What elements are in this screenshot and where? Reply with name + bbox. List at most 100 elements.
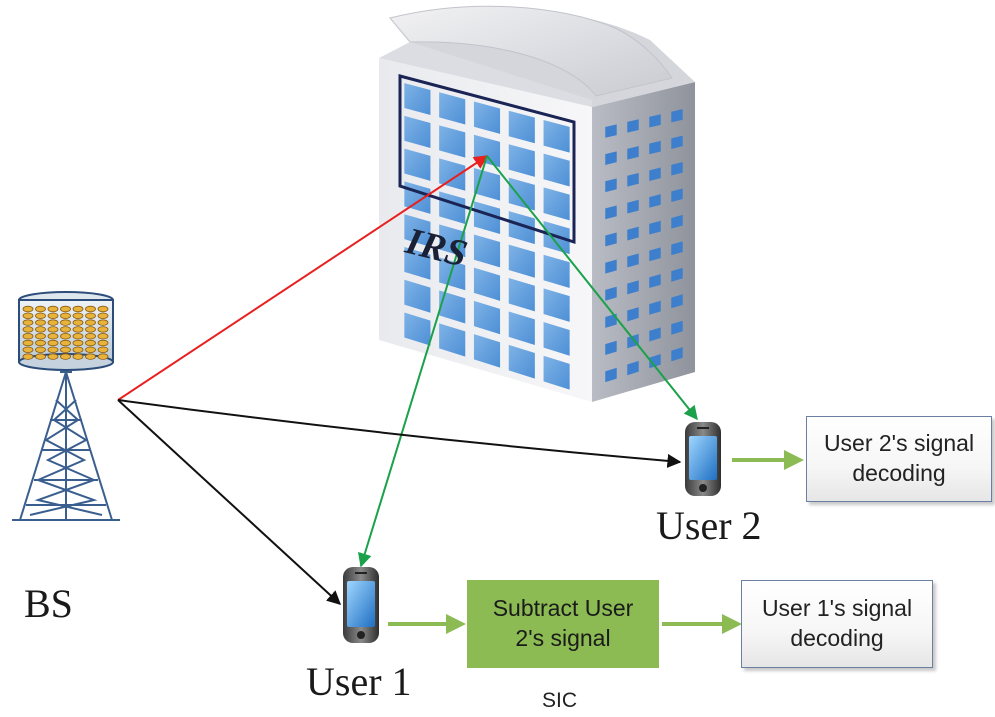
bs-to-user2-link — [117, 399, 682, 468]
building-side-window — [649, 327, 661, 342]
building-window — [473, 201, 501, 235]
building-window — [404, 214, 431, 247]
user2-decoding-line2: decoding — [852, 460, 946, 486]
building-side-window — [605, 286, 617, 301]
irs-to-user1-link — [358, 155, 488, 568]
antenna-element — [97, 305, 109, 313]
building-window — [439, 257, 466, 291]
building-side-window — [671, 294, 683, 309]
antenna-element — [85, 305, 96, 313]
building-window — [473, 334, 501, 368]
user1-phone-icon — [343, 567, 379, 643]
building-side-window — [627, 172, 639, 187]
building-window — [508, 211, 535, 245]
antenna-element — [35, 305, 46, 313]
building-side-window — [671, 162, 683, 176]
building-side-window — [627, 146, 639, 160]
building-window — [404, 279, 431, 313]
building-side-window — [605, 367, 617, 383]
antenna-element — [47, 305, 59, 313]
antenna-element — [22, 346, 34, 353]
building-window — [543, 187, 570, 221]
irs-panel-frame — [398, 74, 576, 245]
antenna-element — [72, 326, 84, 333]
signal-links — [117, 155, 698, 605]
antenna-element — [72, 312, 84, 319]
antenna-element — [60, 319, 71, 326]
building-side-window — [649, 167, 661, 182]
bs-to-user1-link — [117, 399, 342, 605]
antenna-element — [97, 312, 109, 319]
front-windows — [404, 83, 570, 390]
antenna-element — [60, 312, 71, 319]
building-window — [439, 125, 466, 158]
building-window — [543, 355, 570, 390]
antenna-elements — [22, 305, 109, 360]
user2-decoding-line1: User 2's signal — [823, 430, 975, 457]
antenna-element — [97, 339, 109, 347]
building-window — [508, 278, 535, 312]
antenna-element — [47, 326, 59, 333]
building-window — [404, 115, 431, 148]
antenna-element — [72, 333, 84, 340]
user1-decoding-line1: User 1's signal — [761, 595, 913, 622]
building-side-window — [671, 135, 683, 149]
building-side-window — [627, 253, 639, 268]
building-side-window — [649, 114, 661, 128]
building-side-window — [671, 188, 683, 203]
antenna-element — [72, 353, 84, 360]
building-side-window — [605, 232, 617, 247]
antenna-element — [97, 319, 109, 326]
building-side-window — [605, 313, 617, 328]
building-window — [508, 177, 535, 211]
building-side-window — [605, 151, 617, 165]
building-side-window — [605, 259, 617, 274]
antenna-element — [35, 326, 46, 333]
building-side-window — [649, 194, 661, 208]
antenna-element — [60, 353, 71, 360]
antenna-element — [72, 305, 84, 313]
antenna-element — [35, 346, 46, 353]
antenna-element — [22, 326, 34, 333]
user2-phone-icon — [685, 422, 721, 496]
building-side-window — [605, 178, 617, 193]
building-window — [473, 300, 501, 335]
building-window — [543, 119, 570, 153]
building-window — [543, 254, 570, 289]
antenna-element — [22, 319, 34, 326]
antenna-element — [72, 319, 84, 326]
antenna-element — [85, 353, 96, 360]
user1-decoding-box: User 1's signal decoding — [741, 580, 933, 668]
building-window — [439, 323, 466, 357]
antenna-element — [85, 333, 96, 340]
building-side-window — [649, 354, 661, 369]
antenna-element — [22, 339, 34, 347]
building-window — [404, 83, 431, 116]
antenna-element — [47, 333, 59, 340]
bs-tower-icon — [12, 291, 120, 521]
antenna-element — [35, 339, 46, 347]
building-window — [508, 244, 535, 278]
building-window — [439, 290, 466, 324]
building-side-window — [649, 274, 661, 289]
building-side-window — [627, 119, 639, 133]
antenna-element — [60, 326, 71, 333]
antenna-element — [35, 312, 46, 319]
building-window — [473, 267, 501, 301]
building-side-window — [627, 307, 639, 322]
user1-decoding-line2: decoding — [790, 625, 884, 651]
building-side-window — [649, 140, 661, 155]
building-window — [508, 311, 535, 345]
antenna-element — [22, 312, 34, 319]
building-side-window — [605, 124, 617, 138]
building-side-window — [627, 334, 639, 349]
antenna-element — [35, 319, 46, 326]
antenna-element — [22, 353, 34, 360]
antenna-element — [47, 312, 59, 319]
antenna-element — [35, 353, 46, 360]
building-side-window — [671, 109, 683, 123]
side-windows — [605, 109, 683, 383]
antenna-element — [97, 326, 109, 333]
antenna-element — [72, 339, 84, 347]
